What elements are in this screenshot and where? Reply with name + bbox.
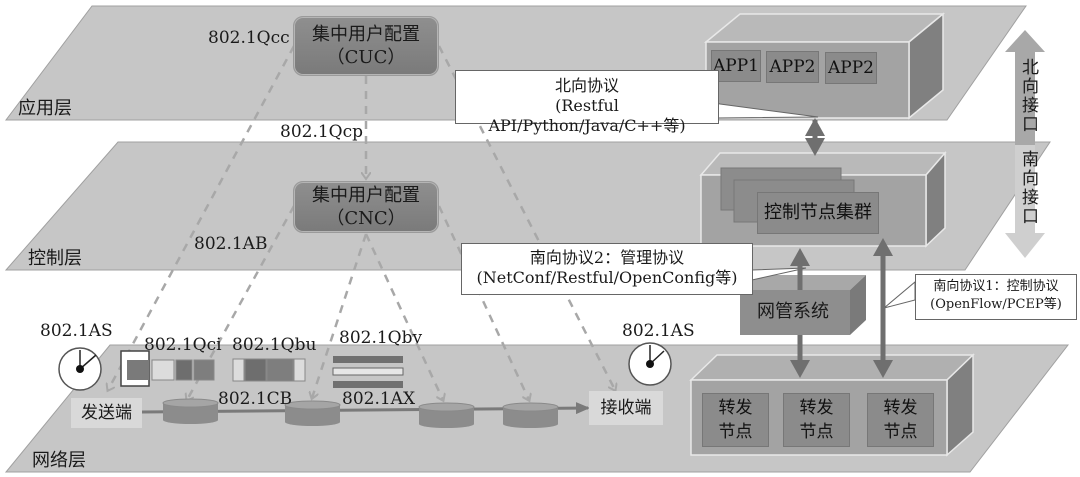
control-cluster-label: 控制节点集群 xyxy=(757,192,879,234)
label-802-1cb: 802.1CB xyxy=(218,389,293,409)
forwarding-node: 转发 节点 xyxy=(867,393,934,447)
forwarding-node: 转发 节点 xyxy=(783,393,850,447)
northbound-title: 北向协议 xyxy=(554,76,619,95)
label-802-1as-right: 802.1AS xyxy=(622,321,695,341)
forwarding-node-line1: 转发 xyxy=(799,398,834,418)
switch-2 xyxy=(284,400,341,426)
cuc-title: 集中用户配置 xyxy=(312,24,420,45)
southbound1-protocol-callout: 南向协议1：控制协议 (OpenFlow/PCEP等) xyxy=(915,274,1077,320)
clock-icon-left xyxy=(58,347,102,391)
forwarding-node-line1: 转发 xyxy=(883,398,918,418)
cnc-title: 集中用户配置 xyxy=(312,185,420,206)
label-802-1as-left: 802.1AS xyxy=(40,321,113,341)
forwarding-node-line2: 节点 xyxy=(718,422,753,442)
label-802-1qcp: 802.1Qcp xyxy=(280,122,364,142)
cnc-box: 集中用户配置 （CNC） xyxy=(293,181,439,233)
switch-1 xyxy=(162,398,219,424)
southbound2-detail: (NetConf/Restful/OpenConfig等) xyxy=(476,268,738,287)
southbound1-title: 南向协议1：控制协议 xyxy=(933,279,1059,294)
northbound-protocol-callout: 北向协议 (Restful API/Python/Java/C++等) xyxy=(455,70,719,135)
label-802-1qbu: 802.1Qbu xyxy=(232,335,317,355)
label-802-1qci: 802.1Qci xyxy=(144,335,222,355)
nms-box xyxy=(740,275,866,335)
southbound1-detail: (OpenFlow/PCEP等) xyxy=(930,297,1062,312)
cuc-subtitle: （CUC） xyxy=(326,47,406,68)
forwarding-node: 转发 节点 xyxy=(702,393,769,447)
switch-cylinders xyxy=(162,398,559,428)
arrowheads xyxy=(790,118,893,378)
northbound-interface-label: 北向接口 xyxy=(1018,58,1038,134)
label-802-1ax: 802.1AX xyxy=(342,389,416,409)
southbound2-title: 南向协议2：管理协议 xyxy=(529,248,685,267)
nms-label: 网管系统 xyxy=(757,301,829,322)
app-item: APP2 xyxy=(766,51,819,83)
northbound-detail: (Restful API/Python/Java/C++等) xyxy=(488,96,686,135)
label-802-1qbv: 802.1Qbv xyxy=(339,328,423,348)
app-item: APP2 xyxy=(825,52,877,84)
southbound1-callout-pointer xyxy=(883,280,916,309)
clock-icon-right xyxy=(628,342,672,386)
network-layer-label: 网络层 xyxy=(32,450,86,471)
control-layer-label: 控制层 xyxy=(28,248,82,269)
cuc-box: 集中用户配置 （CUC） xyxy=(293,16,439,76)
receiver-endpoint: 接收端 xyxy=(589,391,663,425)
cnc-subtitle: （CNC） xyxy=(326,208,406,229)
forwarding-node-line2: 节点 xyxy=(883,422,918,442)
forwarding-node-line1: 转发 xyxy=(718,398,753,418)
southbound-interface-arrow xyxy=(1005,145,1045,258)
switch-3 xyxy=(418,402,475,428)
qbv-gate-bars xyxy=(332,356,404,388)
northbound-interface-arrow xyxy=(1005,30,1045,145)
qbu-frame-icons xyxy=(232,358,306,382)
sender-endpoint: 发送端 xyxy=(71,398,142,428)
qci-frame-icons xyxy=(120,350,215,387)
label-802-1ab: 802.1AB xyxy=(194,234,268,254)
southbound-interface-label: 南向接口 xyxy=(1018,150,1038,226)
label-802-1qcc: 802.1Qcc xyxy=(208,28,290,48)
forwarding-node-line2: 节点 xyxy=(799,422,834,442)
switch-4 xyxy=(502,402,559,428)
application-layer-label: 应用层 xyxy=(18,98,72,119)
southbound2-protocol-callout: 南向协议2：管理协议 (NetConf/Restful/OpenConfig等) xyxy=(461,243,753,295)
app-item: APP1 xyxy=(711,50,761,82)
